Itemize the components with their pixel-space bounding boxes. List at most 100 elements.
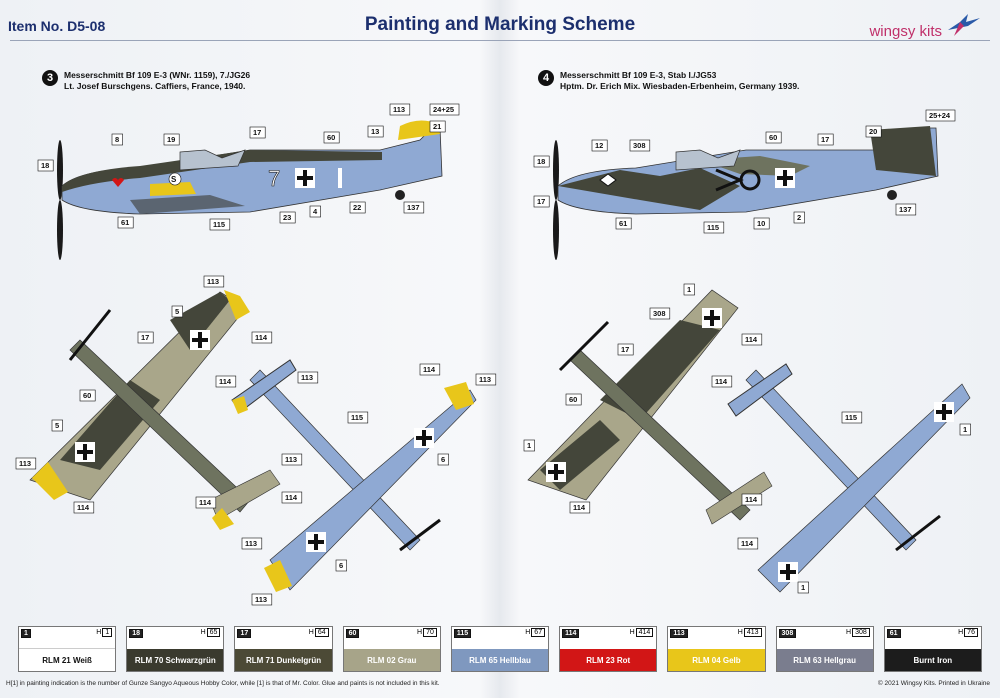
callout-box [841, 411, 863, 424]
callout-label: 137 [899, 205, 912, 214]
callout-label: 8 [115, 135, 119, 144]
brand-name: wingsy kits [869, 23, 942, 40]
callout-label: 13 [371, 127, 379, 136]
callout-box [959, 423, 971, 436]
brand-logo: wingsy kits [869, 10, 982, 40]
callout-box [251, 331, 273, 344]
callout-box [569, 501, 591, 514]
callout-box [281, 453, 303, 466]
footnote: H[1] in painting indication is the numbe… [6, 680, 440, 687]
color-swatch: RLM 65 Hellblau [451, 649, 549, 671]
item-number: Item No. D5-08 [8, 18, 106, 34]
callout-label: 114 [741, 539, 754, 548]
callout-label: 113 [285, 455, 297, 464]
header-divider [10, 40, 990, 41]
copyright: © 2021 Wingsy Kits. Printed in Ukraine [877, 680, 990, 687]
color-swatch: Burnt Iron [884, 649, 981, 671]
callout-box [797, 581, 809, 594]
callout-box [429, 103, 460, 116]
callout-box [437, 453, 449, 466]
callout-box [615, 217, 632, 230]
callout-box [741, 333, 763, 346]
mr-color-code: 61 [886, 629, 901, 638]
callout-label: 113 [301, 373, 313, 382]
callout-label: 113 [393, 105, 405, 114]
callout-label: 17 [141, 333, 149, 342]
callout-box [817, 133, 834, 146]
callout-box [37, 159, 54, 172]
scheme-3-number: 3 [42, 70, 58, 86]
mr-color-code: 113 [670, 629, 688, 638]
callout-label: 114 [745, 495, 758, 504]
callout-box [195, 496, 217, 509]
callout-label: 114 [423, 365, 436, 374]
callout-label: 6 [441, 455, 445, 464]
callout-label: 60 [769, 133, 777, 142]
callout-box [297, 371, 319, 384]
callout-label: 114 [255, 333, 268, 342]
callout-box [203, 275, 225, 288]
callout-box [765, 131, 782, 144]
callout-box [703, 221, 725, 234]
callout-box [617, 343, 634, 356]
callout-label: 115 [707, 223, 719, 232]
callout-box [51, 419, 63, 432]
callout-label: 12 [595, 141, 603, 150]
scheme-3-top-view [29, 290, 281, 530]
callout-label: 308 [633, 141, 646, 150]
callout-label: 21 [433, 122, 441, 131]
callout-box [249, 126, 266, 139]
callout-label: 114 [573, 503, 586, 512]
callout-label: 17 [621, 345, 629, 354]
scheme-4-pilot: Hptm. Dr. Erich Mix. Wiesbaden-Erbenheim… [560, 81, 800, 91]
callout-box [309, 205, 321, 218]
callout-label: 114 [77, 503, 90, 512]
callout-box [533, 195, 550, 208]
callout-label: 114 [219, 377, 232, 386]
callout-label: 1 [687, 285, 691, 294]
callout-label: 113 [245, 539, 257, 548]
callout-box [111, 133, 123, 146]
callout-label: 17 [821, 135, 829, 144]
heart-emblem [112, 178, 124, 187]
scheme-4-bottom-view [727, 363, 971, 593]
callout-label: 18 [537, 157, 545, 166]
callout-box [347, 411, 369, 424]
callout-label: 22 [353, 203, 361, 212]
callout-box [429, 120, 446, 133]
hummingbird-icon [948, 14, 980, 36]
callout-box [403, 201, 425, 214]
callout-label: 6 [339, 561, 343, 570]
callout-label: 114 [715, 377, 728, 386]
callout-label: 4 [313, 207, 318, 216]
callout-label: 17 [537, 197, 545, 206]
callout-box [419, 363, 441, 376]
callout-label: 308 [653, 309, 666, 318]
callout-box [793, 211, 805, 224]
callout-label: 1 [801, 583, 805, 592]
callout-box [241, 537, 263, 550]
callout-label: 113 [207, 277, 219, 286]
callout-label: 114 [745, 335, 758, 344]
callout-box [137, 331, 154, 344]
color-swatch: RLM 23 Rot [560, 649, 657, 671]
callout-box [251, 593, 273, 606]
color-swatch: RLM 63 Hellgrau [776, 649, 873, 671]
aircraft-drawings: 7 S [15, 103, 971, 606]
